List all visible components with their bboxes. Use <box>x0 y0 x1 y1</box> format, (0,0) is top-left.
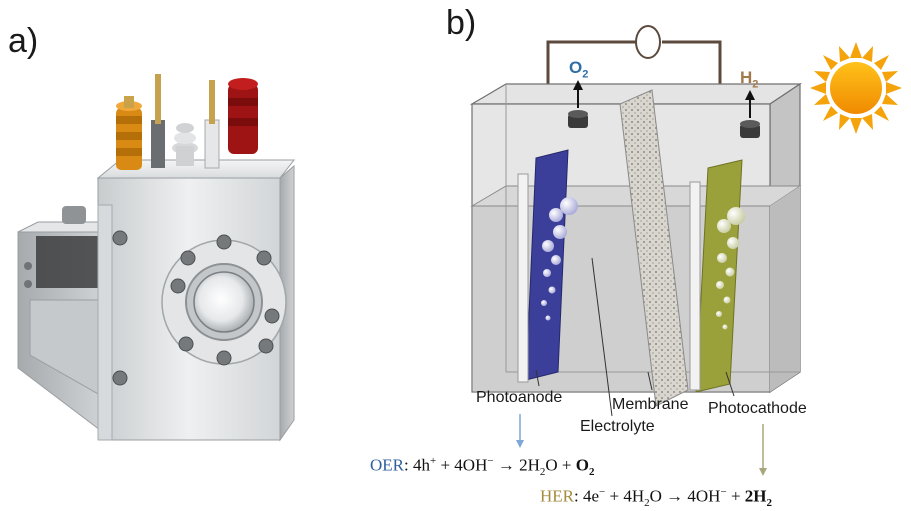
photocathode-label: Photocathode <box>708 400 807 417</box>
her-equation: HER: 4e− + 4H2O → 4OH− + 2H2 <box>540 486 773 510</box>
electrolyte-label: Electrolyte <box>580 418 655 435</box>
load-resistor <box>635 25 661 59</box>
sun-icon <box>810 42 902 134</box>
her-key: HER <box>540 486 574 506</box>
oxygen-label: O2 <box>569 58 589 81</box>
anode-bubbles <box>541 197 578 321</box>
membrane-label: Membrane <box>612 396 689 413</box>
hydrogen-label: H2 <box>740 68 759 91</box>
panel-a-label: a) <box>8 22 39 60</box>
pec-schematic <box>469 25 802 476</box>
photoanode-label: Photoanode <box>476 389 563 406</box>
oer-key: OER <box>370 455 404 475</box>
panel-b-label: b) <box>446 4 477 42</box>
pec-cell-device <box>17 74 296 442</box>
cathode-bubbles <box>716 207 745 330</box>
oer-equation: OER: 4h+ + 4OH− → 2H2O + O2 <box>370 455 595 479</box>
